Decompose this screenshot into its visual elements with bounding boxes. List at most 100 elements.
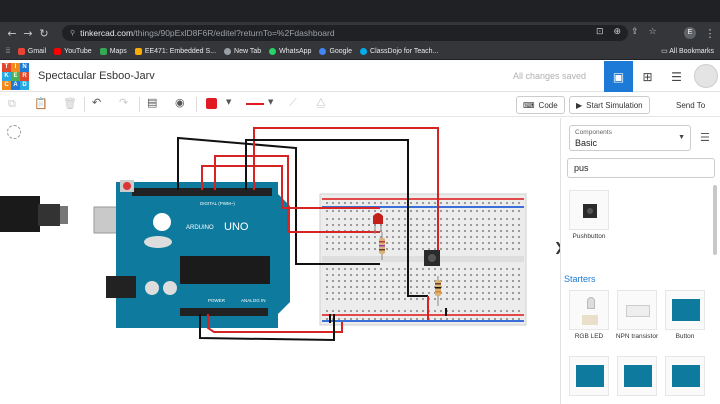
components-dropdown[interactable]: Components Basic ▼	[569, 125, 691, 151]
chevron-down-icon[interactable]: ▼	[268, 98, 274, 106]
color-picker[interactable]	[206, 98, 217, 109]
zoom-to-fit-icon[interactable]	[7, 125, 21, 139]
breadboard-hole	[416, 218, 418, 220]
toolbar-divider	[139, 97, 140, 112]
chevron-down-icon[interactable]: ▼	[226, 98, 232, 106]
breadboard-hole	[476, 268, 478, 270]
breadboard-hole	[404, 286, 406, 288]
breadboard-hole	[362, 218, 364, 220]
bookmark-item[interactable]: Gmail	[17, 48, 46, 55]
zoom-icon[interactable]: ⊕	[613, 27, 622, 37]
starter-item[interactable]: NPN transistor	[615, 290, 659, 340]
breadboard-hole	[386, 218, 388, 220]
install-icon[interactable]: ⊡	[596, 27, 604, 37]
usb-cable	[0, 196, 40, 232]
starter-item[interactable]: Button	[663, 290, 707, 340]
breadboard-hole	[416, 210, 418, 212]
starter-item[interactable]	[567, 356, 611, 399]
panel-scrollbar[interactable]	[713, 185, 717, 255]
copy-icon[interactable]: ⧉	[8, 97, 16, 110]
circuit-canvas[interactable]: ARDUINO UNO DIGITAL (PWM~) POWER ANALOG …	[0, 118, 558, 404]
list-view-icon[interactable]: ☰	[700, 131, 710, 144]
all-bookmarks-link[interactable]: ▭ All Bookmarks	[661, 47, 714, 55]
tinkercad-logo[interactable]: T I N K E R C A D	[2, 63, 29, 90]
breadboard-hole	[392, 218, 394, 220]
logo-letter: A	[11, 81, 20, 90]
apps-icon[interactable]: ⁞⁞	[6, 48, 10, 55]
component-list-button[interactable]: ☰	[662, 61, 691, 92]
breadboard-hole	[494, 236, 496, 238]
breadboard-hole	[494, 224, 496, 226]
bookmark-item[interactable]: ClassDojo for Teach...	[360, 48, 438, 55]
breadboard-hole	[458, 292, 460, 294]
logo-letter: C	[2, 81, 11, 90]
youtube-icon	[54, 48, 62, 55]
breadboard-hole	[386, 248, 388, 250]
whatsapp-icon	[269, 48, 277, 55]
send-to-button[interactable]: Send To	[676, 100, 706, 110]
address-bar[interactable]: ⚲ tinkercad.com /things/90pExlD8F6R/edit…	[62, 25, 628, 41]
breadboard-hole	[392, 242, 394, 244]
breadboard-hole	[374, 274, 376, 276]
menu-icon[interactable]: ⋮	[704, 27, 716, 40]
undo-icon[interactable]: ↶	[92, 96, 102, 109]
code-label: Code	[538, 100, 558, 110]
breadboard-hole	[386, 280, 388, 282]
breadboard-hole	[446, 298, 448, 300]
panel-collapse-chevron[interactable]: ❯	[554, 240, 564, 254]
component-search-input[interactable]: pus	[567, 158, 715, 178]
breadboard-hole	[374, 292, 376, 294]
start-simulation-button[interactable]: ▶Start Simulation	[569, 96, 650, 114]
bookmark-item[interactable]: EE471: Embedded S...	[134, 48, 216, 55]
reload-icon[interactable]: ↻	[39, 26, 49, 40]
newtab-icon	[224, 48, 232, 55]
circuit-drawing: ARDUINO UNO DIGITAL (PWM~) POWER ANALOG …	[0, 127, 527, 342]
breadboard-hole	[512, 286, 514, 288]
flip-icon[interactable]: ⧋	[316, 96, 326, 109]
starter-item[interactable]: RGB LED	[567, 290, 611, 340]
bookmark-item[interactable]: Google	[319, 48, 352, 55]
breadboard-hole	[452, 202, 454, 204]
breadboard-hole	[344, 318, 346, 320]
breadboard-hole	[368, 268, 370, 270]
star-icon[interactable]: ☆	[648, 27, 657, 37]
code-button[interactable]: ⌨Code	[516, 96, 565, 114]
back-icon[interactable]: ←	[7, 26, 17, 40]
bookmark-item[interactable]: New Tab	[224, 48, 261, 55]
breadboard-hole	[518, 268, 520, 270]
breadboard-hole	[386, 274, 388, 276]
capacitor	[163, 281, 177, 295]
design-title[interactable]: Spectacular Esboo-Jarv	[38, 70, 155, 82]
bookmark-item[interactable]: WhatsApp	[269, 48, 311, 55]
breadboard-hole	[476, 280, 478, 282]
paste-icon[interactable]: 📋	[34, 97, 48, 110]
breadboard-hole	[332, 280, 334, 282]
bookmark-item[interactable]: Maps	[99, 48, 127, 55]
delete-icon[interactable]: 🗑	[63, 97, 77, 110]
rotate-icon[interactable]: ⟋	[289, 96, 297, 109]
share-icon[interactable]: ⇪	[631, 27, 639, 37]
breadboard-hole	[410, 292, 412, 294]
starter-item[interactable]	[615, 356, 659, 399]
visibility-icon[interactable]: ◉	[175, 96, 185, 109]
breadboard-hole	[404, 268, 406, 270]
profile-avatar[interactable]: E	[684, 27, 696, 39]
schematic-view-button[interactable]: ⊞	[633, 61, 662, 92]
circuit-view-button[interactable]: ▣	[604, 61, 633, 92]
note-icon[interactable]: ▤	[147, 96, 158, 109]
starter-item[interactable]	[663, 356, 707, 399]
breadboard-hole	[344, 224, 346, 226]
forward-icon[interactable]: →	[23, 26, 33, 40]
wire-type-picker[interactable]	[246, 103, 264, 105]
bookmark-item[interactable]: YouTube	[54, 48, 92, 55]
redo-icon[interactable]: ↷	[119, 96, 129, 109]
breadboard-hole	[518, 298, 520, 300]
breadboard-hole	[338, 310, 340, 312]
user-avatar[interactable]	[694, 64, 718, 88]
breadboard-hole	[398, 274, 400, 276]
component-pushbutton[interactable]: Pushbutton	[567, 190, 611, 240]
ee471-icon	[134, 48, 142, 55]
breadboard-hole	[428, 268, 430, 270]
breadboard-hole	[356, 224, 358, 226]
breadboard-hole	[416, 286, 418, 288]
